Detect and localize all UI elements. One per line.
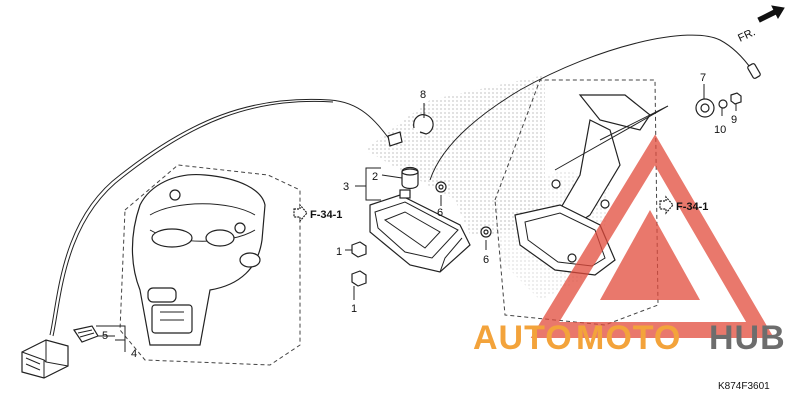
grommet-5 [73,325,99,343]
shaded-area-upper [365,75,545,235]
callout-1-lower: 1 [351,303,357,315]
callout-8: 8 [420,89,426,101]
callout-4: 4 [131,348,137,360]
diagram-code: K874F3601 [718,381,770,392]
callout-1-upper: 1 [336,246,342,258]
nut-9 [730,92,742,105]
washer-6-left [435,181,447,193]
front-direction-arrow [757,5,785,23]
watermark-text-hub: HUB [709,319,786,357]
nut-1-upper [351,241,367,258]
tail-light-unit [369,189,471,273]
direction-label: FR. [736,26,757,44]
grommet-7 [695,98,715,118]
clip-8 [387,114,434,147]
callout-6-left: 6 [437,207,443,219]
washer-10 [718,99,728,109]
callout-2: 2 [372,171,378,183]
watermark-text-moto: MOTO [576,319,681,357]
ref-arrow-right [659,195,674,215]
washer-6-right [480,226,492,238]
watermark-logo [530,134,774,338]
right-assembly-outline [494,79,659,326]
callout-6-right: 6 [483,254,489,266]
wire-harness [49,34,753,336]
rear-fender-housing [131,173,266,346]
nut-1-lower [351,270,367,287]
ref-arrow-left [293,203,308,223]
leader-lines [96,84,737,352]
wire-end-fitting [747,63,761,79]
callout-5: 5 [102,330,108,342]
wire-harness-second [52,100,334,337]
ref-label-left: F-34-1 [310,209,342,221]
callout-9: 9 [731,114,737,126]
left-assembly-outline [119,164,301,366]
callout-3: 3 [343,181,349,193]
callout-10: 10 [714,124,726,136]
connector-plug [21,339,69,379]
socket-2 [401,166,419,190]
ref-label-right: F-34-1 [676,201,708,213]
callout-7: 7 [700,72,706,84]
watermark-text-auto: AUTO [473,319,573,357]
